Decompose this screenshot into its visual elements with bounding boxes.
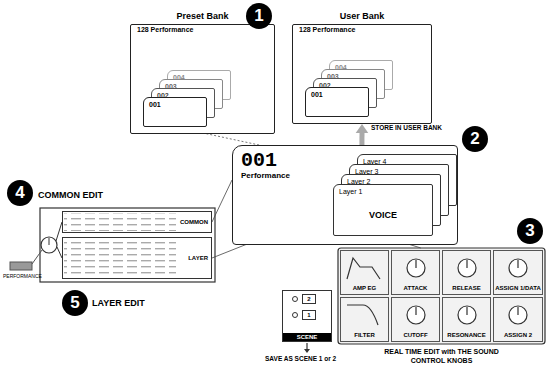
performance-card: 001 [143,97,207,127]
label-holder: STORE IN USER BANK [370,124,443,132]
bank-box: Preset Bank128 Performance001002003004 [130,24,275,134]
note-label: SAVE AS SCENE 1 or 2 [265,355,336,363]
control-cell: RESONANCE [442,297,491,342]
label-holder: 1 [302,310,316,320]
callout-number: 5 [62,290,88,316]
control-cell: ASSIGN 2 [493,297,543,342]
callout-number: 2 [462,126,488,152]
rt-text: REAL TIME EDIT with THE SOUND CONTROL KN… [367,347,517,365]
performance-button [10,262,32,270]
cell-text: FILTER [341,332,388,339]
band-text: LAYER [188,254,208,262]
cell-text: ASSIGN 1/DATA [494,285,542,292]
callout-number: 1 [246,3,272,29]
cell-text: ASSIGN 2 [494,332,542,339]
control-panel [338,248,545,344]
button-label: PERFORMANCE [3,273,42,279]
performance-box: 001PerformanceLayer 4Layer 3Layer 2Layer… [232,145,458,245]
label-holder: 2 [302,294,316,304]
label-holder: 2 [462,126,488,152]
control-cell: RELEASE [442,250,491,295]
label-holder: 1 [246,3,272,29]
callout-number: 4 [7,180,33,206]
section-label: LAYER EDIT [92,298,145,309]
performance-card: 001 [305,87,369,117]
scene-button: 1 [302,310,316,320]
edit-panel [40,208,215,282]
label-holder: 3 [517,218,543,244]
arrowhead [356,124,369,133]
common-band: COMMON [62,211,212,233]
connector-line [212,180,232,222]
connector-label: STORE IN USER BANK [370,124,443,132]
scene-led [293,313,298,318]
scene-button: 2 [302,294,316,304]
bank-box: User Bank128 Performance001002003004 [292,24,432,124]
cell-text: AMP EG [341,285,388,292]
label-holder: COMMON EDIT [38,190,103,201]
label-holder: SAVE AS SCENE 1 or 2 [265,355,336,363]
control-cell: AMP EG [340,250,389,295]
connector [356,124,369,145]
label-holder: PERFORMANCE [3,273,42,279]
connector [212,180,232,222]
layer-band: LAYER [62,237,212,279]
card-text: 001 [149,100,201,109]
control-cell: CUTOFF [391,297,440,342]
bank-text: 128 Performance [293,22,431,34]
control-cell: ATTACK [391,250,440,295]
data-knob [41,237,57,253]
layer-card: Layer 1 VOICE [333,184,433,236]
card-text: 001 [311,90,363,99]
section-label: COMMON EDIT [38,190,103,201]
layer-text: VOICE [339,210,427,221]
label-holder: LAYER EDIT [92,298,145,309]
cell-text: RESONANCE [443,332,490,339]
scene-text: SCENE [283,333,331,341]
parameter-grid [64,240,176,276]
save-arrow [306,343,307,350]
label-holder: 4 [7,180,33,206]
knobs [407,259,527,324]
layer-text: Layer 1 [339,187,427,196]
connector-line [359,131,364,145]
cell-text: ATTACK [392,285,439,292]
band-text: COMMON [180,218,208,226]
cell-text: CUTOFF [392,332,439,339]
scene-led [293,297,298,302]
save-arrowhead [304,349,310,353]
bank-text: User Bank [293,10,431,22]
leader-line [32,250,42,264]
label-holder: 5 [62,290,88,316]
cell-text: RELEASE [443,285,490,292]
control-cell: FILTER [340,297,389,342]
callout-number: 3 [517,218,543,244]
amp-eg-icon [347,258,380,279]
realtime-panel: REAL TIME EDIT with THE SOUND CONTROL KN… [338,248,545,344]
parameter-grid [64,213,176,231]
filter-icon [347,305,378,325]
control-cell: ASSIGN 1/DATA [493,250,543,295]
knob-pointer [49,238,50,245]
